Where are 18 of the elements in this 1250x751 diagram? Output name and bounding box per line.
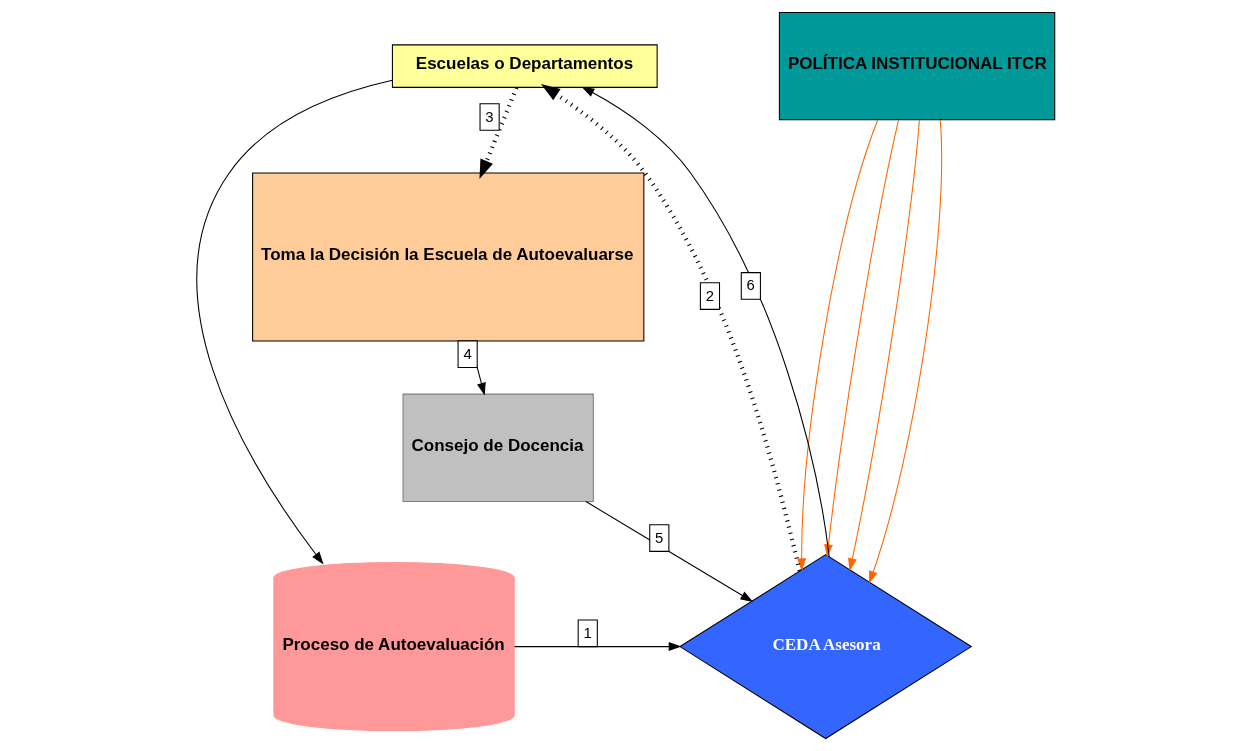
edge-label: 5 — [654, 529, 663, 546]
edge-label: 3 — [484, 108, 494, 125]
edge-label: 4 — [462, 345, 472, 362]
arrow — [584, 501, 753, 602]
arrow — [847, 119, 920, 572]
node-box: Consejo de Docencia — [402, 393, 594, 502]
node-box: POLÍTICA INSTITUCIONAL ITCR — [778, 11, 1055, 121]
edge-label: 2 — [705, 287, 714, 304]
arrow — [513, 642, 681, 652]
arrow — [196, 79, 393, 565]
node-box: Toma la Decisión la Escuela de Autoevaluarse — [251, 172, 644, 342]
arrow — [868, 119, 942, 584]
arrow — [540, 83, 802, 572]
arrow — [796, 119, 878, 572]
arrow — [581, 86, 830, 558]
edge-label: 6 — [746, 277, 755, 294]
edge-label: 1 — [583, 624, 592, 641]
node-box: Escuelas o Departamentos — [391, 44, 658, 88]
